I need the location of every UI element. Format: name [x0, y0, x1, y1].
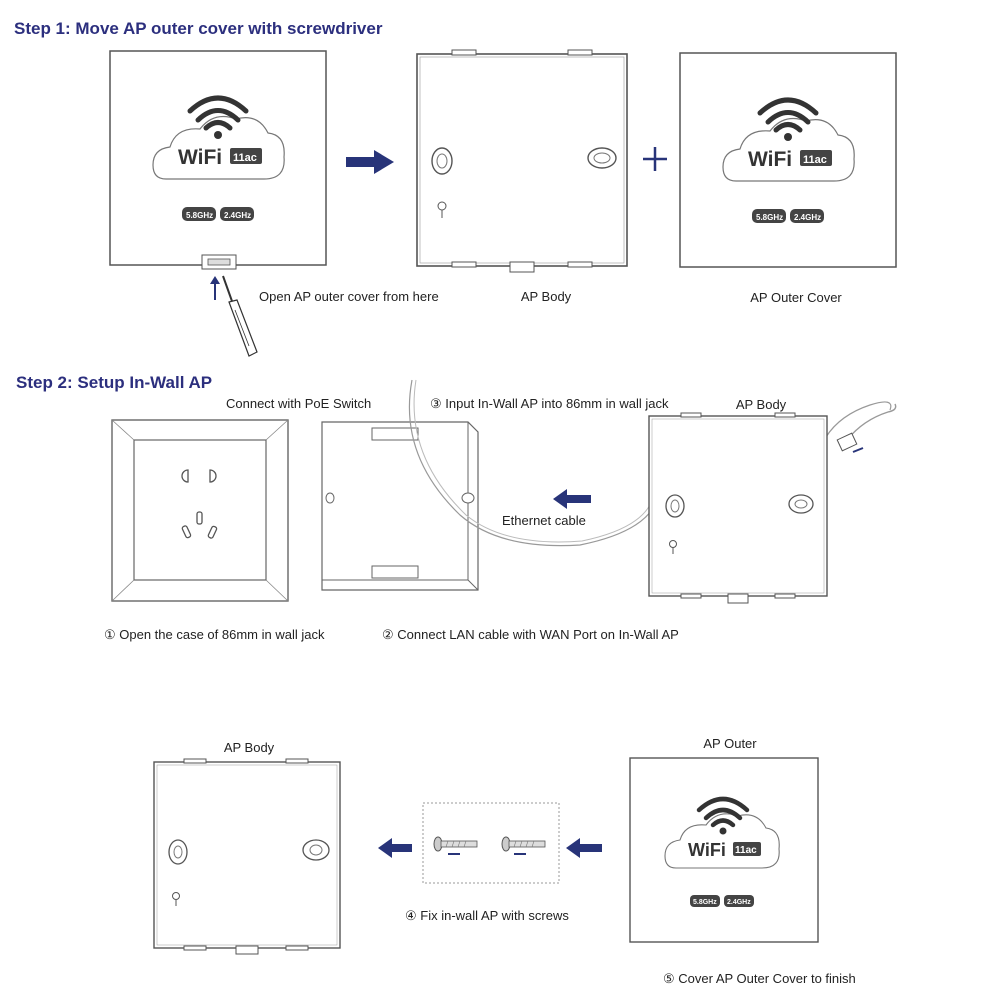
- step1-title: Step 1: Move AP outer cover with screwdr…: [14, 19, 383, 38]
- ethernet-cable: [408, 379, 892, 547]
- label-ethernet-cable: Ethernet cable: [502, 513, 586, 528]
- standard-badge-text: 11ac: [233, 152, 257, 164]
- label-poe-switch: Connect with PoE Switch: [226, 396, 372, 411]
- wifi-icon: [696, 796, 750, 835]
- label-connect-lan: ② Connect LAN cable with WAN Port on In-…: [382, 627, 679, 642]
- step3-ap-body: [153, 758, 341, 955]
- band-5g-badge: 5.8GHz: [756, 213, 783, 222]
- band-24g-badge: 2.4GHz: [224, 211, 251, 220]
- label-open-cover: Open AP outer cover from here: [259, 289, 439, 304]
- step2-title: Step 2: Setup In-Wall AP: [16, 373, 213, 392]
- power-socket-icon: [181, 469, 218, 539]
- ethernet-plug-icon: [836, 403, 897, 453]
- label-fix-screws: ④ Fix in-wall AP with screws: [405, 908, 569, 923]
- wifi-brand-text: WiFi: [688, 840, 726, 860]
- band-5g-badge: 5.8GHz: [186, 211, 213, 220]
- label-ap-body-step1: AP Body: [520, 289, 572, 304]
- screws-box: [422, 802, 560, 884]
- wifi-icon: [757, 97, 819, 141]
- step1-ap-body: [416, 49, 628, 273]
- arrow-left-icon: [553, 489, 591, 509]
- step2-ap-body: [648, 412, 828, 604]
- wall-jack-box: [321, 421, 479, 591]
- step1-ap-outer-cover: WiFi 11ac 5.8GHz 2.4GHz: [679, 52, 897, 268]
- plus-icon: [643, 147, 667, 171]
- screwdriver-icon: [210, 275, 258, 357]
- label-ap-body-step2: AP Body: [735, 397, 787, 412]
- label-input-jack: ③ Input In-Wall AP into 86mm in wall jac…: [430, 396, 669, 411]
- band-24g-badge: 2.4GHz: [727, 899, 751, 906]
- band-5g-badge: 5.8GHz: [693, 899, 717, 906]
- wall-socket-panel: [111, 419, 289, 602]
- screw-icon: [433, 836, 478, 855]
- arrow-left-icon: [566, 838, 602, 858]
- label-cover-finish: ⑤ Cover AP Outer Cover to finish: [663, 971, 856, 986]
- arrow-left-icon: [378, 838, 412, 858]
- standard-badge-text: 11ac: [735, 845, 757, 856]
- step1-ap-front-panel: WiFi 11ac 5.8GHz 2.4GHz: [109, 50, 327, 270]
- screw-icon: [501, 836, 546, 855]
- wifi-brand-text: WiFi: [748, 148, 792, 171]
- wifi-brand-text: WiFi: [178, 146, 222, 169]
- label-ap-outer-cover: AP Outer Cover: [750, 290, 842, 305]
- label-ap-body-step3: AP Body: [223, 740, 275, 755]
- label-ap-outer: AP Outer: [703, 736, 757, 751]
- label-open-case: ① Open the case of 86mm in wall jack: [104, 627, 325, 642]
- arrow-right-icon: [346, 150, 394, 174]
- wifi-icon: [187, 95, 249, 139]
- step3-ap-outer-cover: WiFi 11ac 5.8GHz 2.4GHz: [629, 757, 819, 943]
- standard-badge-text: 11ac: [803, 154, 827, 166]
- band-24g-badge: 2.4GHz: [794, 213, 821, 222]
